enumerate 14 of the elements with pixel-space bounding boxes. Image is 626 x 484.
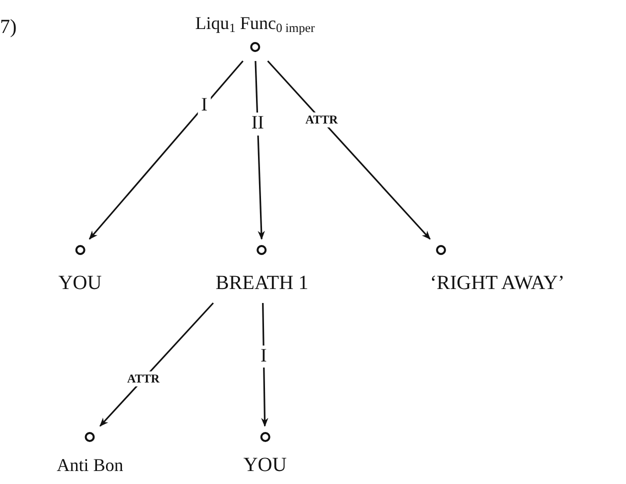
example-number: 7) [0, 15, 17, 39]
node-label: YOU [58, 272, 102, 294]
arrow [261, 302, 268, 427]
node-label: BREATH 1 [216, 272, 308, 294]
node-label: YOU [243, 454, 287, 476]
arrow [88, 60, 244, 240]
node-label: Anti Bon [56, 454, 124, 476]
arrow [100, 302, 214, 427]
arrow [267, 60, 431, 240]
node-label: ‘RIGHT AWAY’ [430, 272, 565, 294]
edge-label: I [198, 94, 210, 118]
arrow [254, 60, 265, 240]
edge-label: ATTR [124, 371, 163, 387]
node-label: Liqu$_{1}$ Func$_{0 imper}$ [195, 12, 315, 37]
